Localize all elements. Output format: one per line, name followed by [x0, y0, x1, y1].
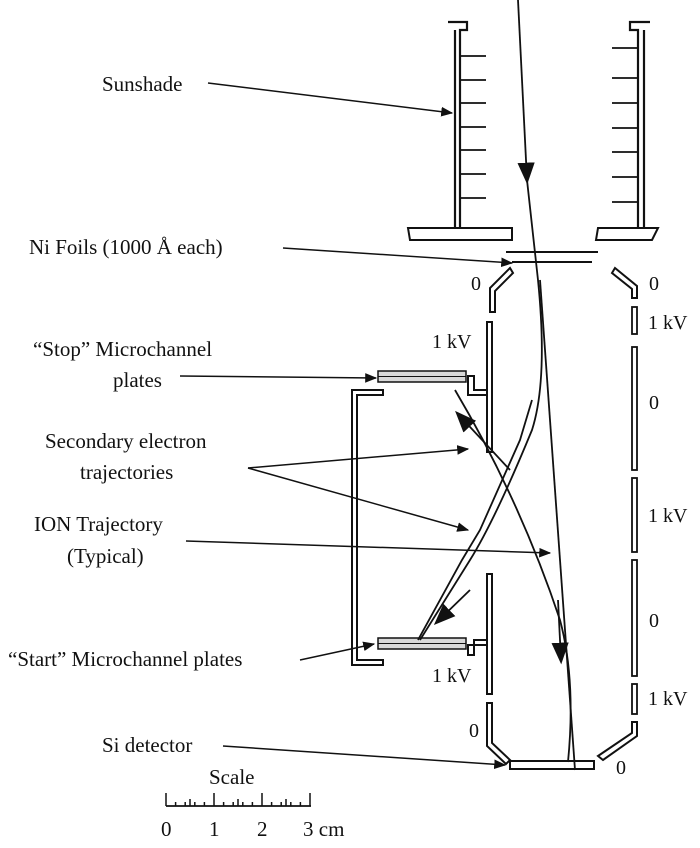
secondary-electron-trajectory: [417, 399, 533, 641]
scale-bar: Scale 0 1 2 3 cm: [161, 765, 344, 841]
right-sunshade-vanes: [612, 47, 638, 203]
ion-trajectory-label-line2: (Typical): [67, 544, 144, 568]
voltage-right-top: 0: [649, 273, 659, 295]
start-mcp-label: “Start” Microchannel plates: [8, 647, 242, 671]
ni-foils-label: Ni Foils (1000 Å each): [29, 235, 223, 259]
voltage-right-3: 1 kV: [648, 505, 688, 527]
stop-mcp-label-line2: plates: [113, 368, 162, 392]
tube-electrodes: [486, 266, 638, 766]
scale-tick-3: 3 cm: [303, 817, 344, 841]
voltage-left-bottom: 0: [469, 720, 479, 742]
scale-title: Scale: [209, 765, 254, 789]
si-detector: [509, 760, 595, 770]
voltage-left-1: 1 kV: [432, 331, 472, 353]
sunshade: [406, 20, 660, 241]
voltage-right-1: 1 kV: [648, 312, 688, 334]
voltage-right-4: 0: [649, 610, 659, 632]
ion-trajectory: [517, 0, 535, 185]
voltage-right-5: 1 kV: [648, 688, 688, 710]
scale-tick-2: 2: [257, 817, 268, 841]
voltage-right-bottom: 0: [616, 757, 626, 779]
scale-tick-1: 1: [209, 817, 220, 841]
secondary-electron-label-line2: trajectories: [80, 460, 173, 484]
ni-foils: [506, 251, 598, 263]
secondary-electron-label-line1: Secondary electron: [45, 429, 207, 453]
ion-trajectory-label-line1: ION Trajectory: [34, 512, 163, 536]
voltage-left-2: 1 kV: [432, 665, 472, 687]
voltage-left-top: 0: [471, 273, 481, 295]
left-sunshade-vanes: [460, 55, 486, 199]
leader-lines: [179, 82, 552, 770]
si-detector-label: Si detector: [102, 733, 192, 757]
scale-tick-0: 0: [161, 817, 172, 841]
side-chamber: [351, 375, 488, 666]
sunshade-label: Sunshade: [102, 72, 183, 96]
stop-mcp-label-line1: “Stop” Microchannel: [33, 337, 212, 361]
voltage-right-2: 0: [649, 392, 659, 414]
